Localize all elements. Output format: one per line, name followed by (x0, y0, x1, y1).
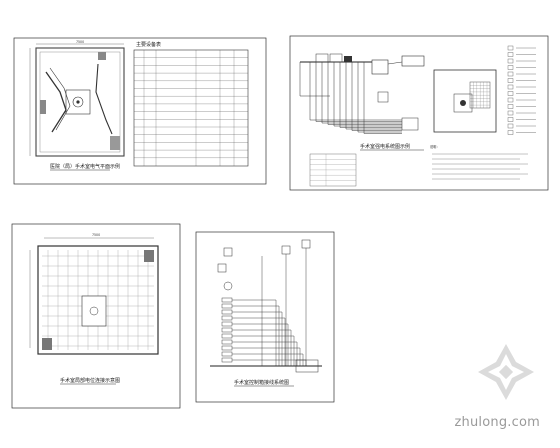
sheet-caption: 手术室强电系统图示例 (360, 143, 410, 150)
operating-table (81, 295, 107, 327)
sheet-border (13, 37, 267, 185)
dimension-label: 7500 (92, 233, 100, 237)
isolation-transformer (371, 59, 389, 75)
sheet-electrical-plan: 7500 医院（局）手术室电气平面示例 主要设备表 (13, 37, 267, 185)
sheet-strong-power-system: 手术室强电系统图示例 说明： (289, 35, 549, 191)
room-plan (433, 69, 497, 133)
room-outline (35, 47, 125, 157)
sheet-border (289, 35, 549, 191)
watermark: zhulong.com (455, 404, 554, 442)
zhulong-logo-mark (478, 344, 534, 400)
sheet-caption: 手术室局部电位连接示意图 (60, 377, 120, 384)
sheet-caption: 手术室控制箱接线系统图 (234, 379, 289, 386)
equipment-table (133, 49, 249, 167)
sheet-caption: 医院（局）手术室电气平面示例 (50, 163, 120, 170)
column-block (98, 52, 106, 60)
sheet-control-box-wiring: 手术室控制箱接线系统图 (195, 231, 335, 403)
cable-run (45, 71, 67, 133)
watermark-text: zhulong.com (454, 415, 540, 430)
grid-panel (469, 81, 491, 109)
dimension-label: 7500 (76, 40, 84, 44)
sheet-border (195, 231, 335, 403)
control-box (401, 55, 425, 67)
table-title: 主要设备表 (136, 41, 161, 48)
shadowless-lamp (65, 89, 91, 115)
room-outline (37, 245, 159, 355)
notes-title: 说明： (430, 144, 440, 149)
sheet-border (11, 223, 181, 409)
sheet-equipotential-plan: 7500 手术室局部电位连接示意图 (11, 223, 181, 409)
